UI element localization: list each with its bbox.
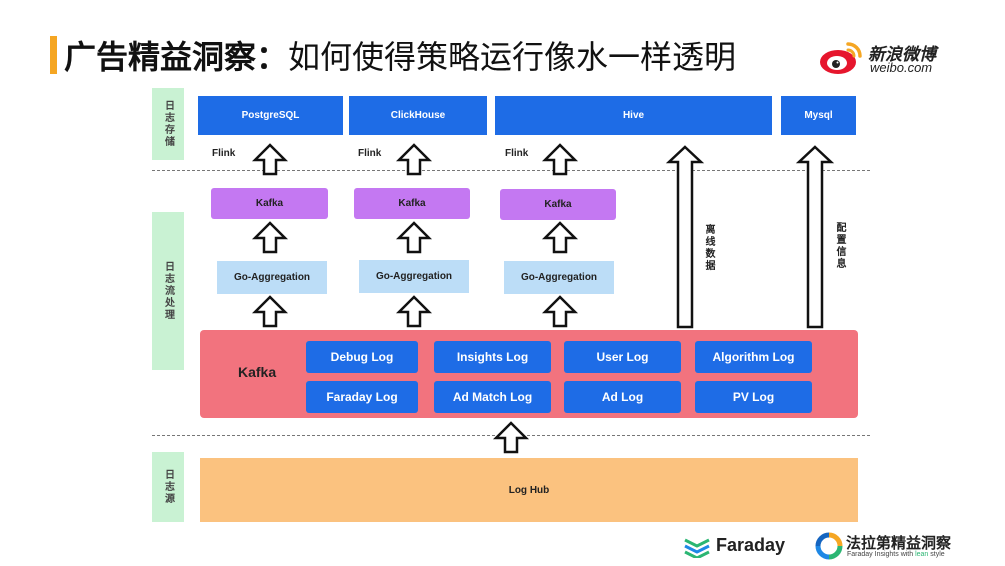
flink-label: Flink (505, 148, 529, 159)
faraday-brand: Faraday (716, 535, 786, 555)
up-arrow-icon (543, 221, 577, 254)
weibo-name: 新浪微博 (868, 45, 936, 65)
storage-divider (152, 170, 870, 171)
go-aggregation-box: Go-Aggregation (359, 260, 469, 293)
page-title: 广告精益洞察：如何使得策略运行像水一样透明 (64, 32, 736, 78)
storage-hive: Hive (495, 96, 772, 135)
go-aggregation-box: Go-Aggregation (217, 261, 327, 294)
storage-clickhouse: ClickHouse (349, 96, 487, 135)
faraday-logo-icon (683, 534, 711, 560)
section-label-storage: 日志存储 (152, 88, 184, 160)
config-info-label: 配置信息 (834, 222, 845, 270)
up-arrow-icon (494, 421, 528, 454)
section-label-source: 日志源 (152, 452, 184, 522)
insights-ring-icon (815, 532, 843, 560)
footer-tagline: Faraday Insights with lean style (847, 551, 945, 558)
flink-label: Flink (358, 148, 382, 159)
up-arrow-icon (253, 295, 287, 328)
up-arrow-icon (543, 295, 577, 328)
kafka-box: Kafka (211, 188, 328, 219)
log-box-algorithm: Algorithm Log (695, 341, 812, 373)
source-divider (152, 435, 870, 436)
kafka-box: Kafka (354, 188, 470, 219)
long-up-arrow-icon (795, 145, 835, 329)
weibo-logo-icon (818, 40, 864, 76)
log-box-ad-match: Ad Match Log (434, 381, 551, 413)
offline-data-label: 离线数据 (703, 224, 714, 272)
log-hub-box: Log Hub (200, 458, 858, 522)
up-arrow-icon (397, 221, 431, 254)
up-arrow-icon (397, 295, 431, 328)
log-box-insights: Insights Log (434, 341, 551, 373)
up-arrow-icon (253, 221, 287, 254)
log-box-debug: Debug Log (306, 341, 418, 373)
kafka-box: Kafka (500, 189, 616, 220)
storage-mysql: Mysql (781, 96, 856, 135)
section-label-processing: 日志流处理 (152, 212, 184, 370)
storage-postgresql: PostgreSQL (198, 96, 343, 135)
kafka-main-label: Kafka (238, 364, 277, 380)
title-main: 广告精益洞察： (64, 38, 289, 76)
title-accent-bar (50, 36, 57, 74)
log-box-faraday: Faraday Log (306, 381, 418, 413)
footer-cn-name: 法拉第精益洞察 (846, 534, 952, 552)
long-up-arrow-icon (665, 145, 705, 329)
log-box-pv: PV Log (695, 381, 812, 413)
go-aggregation-box: Go-Aggregation (504, 261, 614, 294)
log-box-ad: Ad Log (564, 381, 681, 413)
flink-label: Flink (212, 148, 236, 159)
log-box-user: User Log (564, 341, 681, 373)
weibo-domain: weibo.com (870, 60, 933, 75)
title-sub: 如何使得策略运行像水一样透明 (288, 38, 737, 76)
